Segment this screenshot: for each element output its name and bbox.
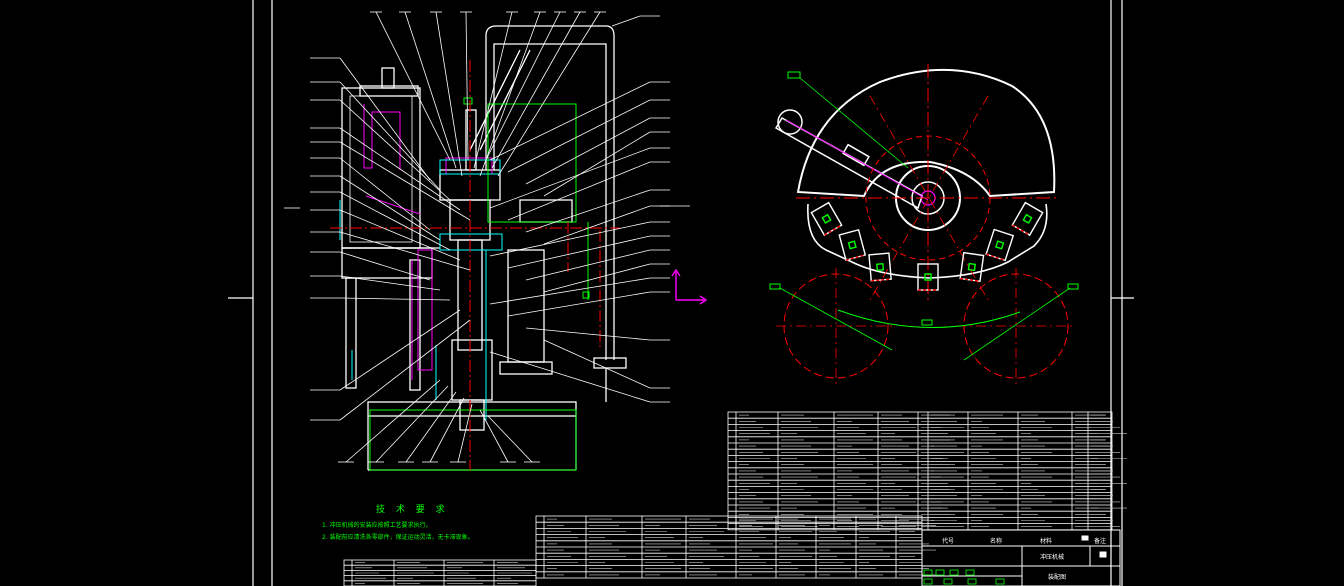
- title-block-drawing-sub: 冲压机械: [1040, 554, 1065, 561]
- leader-line: [339, 191, 451, 251]
- leader-line: [497, 11, 601, 177]
- title-block-green: [923, 569, 1005, 585]
- bom-table-lower: [343, 559, 537, 586]
- side-view[interactable]: [769, 64, 1079, 384]
- tech-requirements-title: 技 术 要 求: [376, 505, 449, 515]
- leader-line: [489, 221, 651, 257]
- leader-line: [375, 11, 451, 161]
- bill-of-materials[interactable]: [343, 411, 1127, 586]
- leader-line: [525, 117, 651, 185]
- leader-line: [339, 297, 451, 301]
- cutter-tool: [985, 228, 1015, 262]
- title-block-drawing-name: 装配图: [1048, 574, 1067, 581]
- leader-line: [404, 11, 457, 169]
- leader-line: [489, 351, 651, 403]
- title-block-col-name: 名称: [990, 538, 1003, 545]
- leader-line: [507, 235, 651, 269]
- leader-line: [339, 251, 431, 281]
- tech-requirement-2: 2. 装配前应清洗各零部件，保证运动灵活，无卡滞现象。: [322, 534, 474, 541]
- leader-line: [339, 175, 441, 241]
- leader-line: [479, 11, 541, 177]
- leader-line: [611, 15, 641, 27]
- leader-line: [375, 385, 449, 463]
- leader-line: [543, 263, 651, 293]
- cutter-tools: [810, 201, 1044, 291]
- drawing-frame: [228, 0, 1134, 586]
- leader-line: [489, 277, 651, 305]
- leader-line: [339, 57, 431, 181]
- leader-line: [339, 319, 471, 421]
- leader-line: [485, 11, 561, 161]
- leader-line: [345, 379, 441, 463]
- cutter-tool: [868, 252, 892, 282]
- leader-line: [339, 231, 471, 271]
- title-block-col-material: 材料: [1040, 538, 1053, 545]
- leader-line: [525, 249, 651, 281]
- leader-line: [429, 397, 465, 463]
- title-block-col-remark: 备注: [1094, 538, 1107, 545]
- leader-line: [489, 147, 651, 209]
- tech-requirement-1: 1. 冲压机械的安装应按照工艺要求执行。: [322, 522, 432, 529]
- leader-line: [525, 327, 651, 341]
- cutter-tool: [838, 228, 867, 261]
- cutter-tool: [810, 201, 843, 237]
- leader-line: [507, 99, 651, 173]
- cutter-tool: [1011, 201, 1044, 237]
- cutter-tool: [959, 251, 985, 283]
- leader-line: [473, 11, 513, 169]
- leader-lines: [339, 11, 651, 463]
- leader-line: [435, 11, 463, 177]
- ucs-icon: [671, 268, 708, 305]
- leader-line: [543, 131, 651, 197]
- leader-line: [339, 209, 461, 261]
- section-view[interactable]: [341, 25, 627, 471]
- leader-line: [339, 127, 461, 211]
- leader-line: [487, 415, 533, 463]
- leader-line: [339, 99, 451, 201]
- leader-line: [465, 11, 469, 161]
- leader-line: [339, 141, 471, 221]
- title-block-col-code: 代号: [942, 538, 955, 545]
- section-centerlines: [330, 60, 620, 470]
- leader-line: [525, 189, 651, 233]
- leader-line: [405, 391, 457, 463]
- leader-line: [543, 205, 651, 245]
- cutter-tool: [917, 263, 939, 291]
- section-green-lines: [369, 97, 590, 471]
- section-hatching: [363, 104, 493, 380]
- leader-line: [339, 275, 441, 291]
- leader-line: [507, 161, 651, 221]
- leader-line: [457, 403, 473, 463]
- title-block[interactable]: [921, 529, 1121, 586]
- leader-line: [507, 291, 651, 317]
- leader-line: [491, 11, 581, 169]
- leader-line: [339, 157, 431, 231]
- leader-line: [339, 81, 441, 191]
- bom-table-upper: [727, 411, 1127, 531]
- section-hidden-lines: [339, 159, 503, 420]
- leader-line: [339, 309, 461, 391]
- part-number-ticks: [284, 11, 690, 463]
- leader-line: [479, 409, 509, 463]
- bom-table-middle: [535, 515, 936, 579]
- leader-line: [543, 339, 651, 389]
- leader-line: [489, 81, 651, 161]
